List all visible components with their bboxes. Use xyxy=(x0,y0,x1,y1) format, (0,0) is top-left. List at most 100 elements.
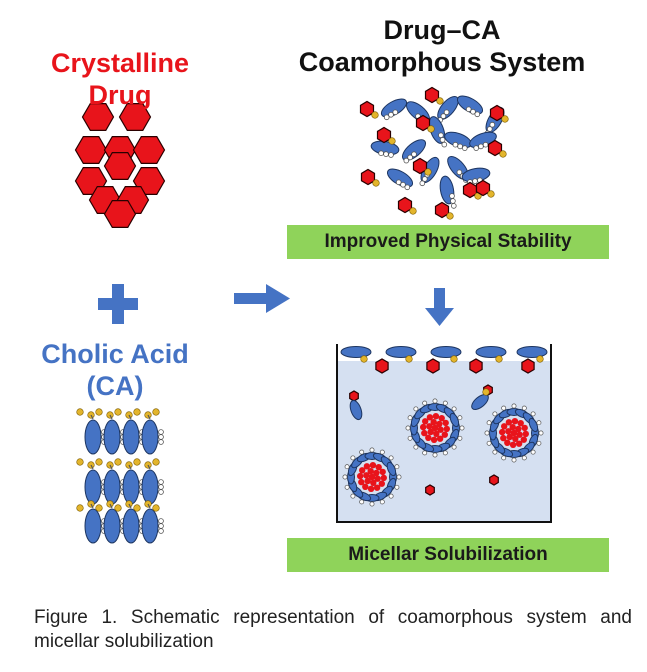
bump xyxy=(443,109,450,116)
ca-linker xyxy=(90,464,94,470)
micelle-bump xyxy=(459,425,465,431)
drug-dot xyxy=(379,468,386,476)
surface-drug-hexagon xyxy=(375,358,389,374)
bump xyxy=(388,152,394,158)
drug-dot xyxy=(430,419,437,426)
micelle-bump xyxy=(511,457,517,463)
drug-molecule xyxy=(359,100,379,119)
drug-dot xyxy=(510,429,518,437)
bump xyxy=(449,193,455,199)
ca-blue-body xyxy=(122,508,140,544)
bump xyxy=(472,178,478,184)
bump xyxy=(450,203,457,209)
ca-blue-body xyxy=(122,469,140,505)
bump xyxy=(158,518,164,524)
drug-molecule xyxy=(415,114,435,133)
ca-hydroxyl-bumps xyxy=(449,193,457,209)
micelle-bump xyxy=(379,499,385,505)
bump xyxy=(461,145,468,151)
crystalline-title-line2: Drug xyxy=(88,80,152,110)
drug-dot xyxy=(432,413,440,420)
ca-blue-body xyxy=(103,419,121,455)
ca-blue-body xyxy=(401,139,427,161)
ca-blue-body xyxy=(103,469,121,505)
drug-dot xyxy=(505,428,512,435)
drug-dot xyxy=(437,426,444,433)
micelle-bump xyxy=(501,455,507,461)
bump xyxy=(392,109,399,116)
ca-blue-body xyxy=(141,508,159,544)
micelle xyxy=(342,447,402,507)
drug-dot xyxy=(520,436,527,443)
ca-linker-dot xyxy=(133,458,141,466)
drug-dot xyxy=(431,424,439,432)
ca-molecule xyxy=(103,461,126,505)
linker-dot xyxy=(405,355,413,363)
drug-dot xyxy=(420,423,427,431)
bump xyxy=(411,151,417,158)
drug-hexagon xyxy=(434,201,450,219)
drug-dot xyxy=(364,477,371,485)
micelle-core xyxy=(420,413,450,443)
bump xyxy=(158,439,164,445)
bump xyxy=(158,479,164,485)
figure-caption: Figure 1. Schematic representation of co… xyxy=(34,607,632,652)
ca-linker-dot xyxy=(133,504,141,512)
drug-hexagon xyxy=(487,139,503,157)
micelle-ca-body xyxy=(528,417,539,433)
ca-linker-dot xyxy=(152,408,160,416)
drug-molecule xyxy=(376,126,396,145)
ca-blue-body xyxy=(349,399,363,421)
ca-blue-body xyxy=(430,346,462,358)
drug-dot xyxy=(426,423,433,430)
micelle xyxy=(484,403,544,463)
surface-drug-hexagon xyxy=(426,358,440,374)
drug-hexagon xyxy=(376,126,392,144)
ca-blue-body xyxy=(340,346,372,358)
micelle-bump xyxy=(442,400,448,406)
drug-dot xyxy=(373,484,381,491)
micelle-bump xyxy=(359,499,365,505)
linker-dot xyxy=(495,355,503,363)
bump xyxy=(158,429,164,435)
surface-drug-hexagon xyxy=(469,358,483,374)
micelle-bump xyxy=(422,400,428,406)
drug-dot xyxy=(421,429,428,437)
ca-molecule xyxy=(84,411,107,455)
ca-molecule xyxy=(444,131,472,151)
micelle-bump xyxy=(388,455,394,461)
drug-crystal-hexagon xyxy=(103,200,137,228)
bump xyxy=(378,150,384,157)
ca-blue-body xyxy=(475,346,507,358)
linker-dot xyxy=(450,355,458,363)
drug-dot xyxy=(511,418,519,425)
micelle-bump xyxy=(530,449,536,455)
drug-dot xyxy=(501,423,508,430)
drug-dot xyxy=(509,441,517,448)
crystalline-drug-lattice xyxy=(74,102,166,228)
drug-crystal-hexagon xyxy=(81,102,115,131)
linker-dot xyxy=(371,111,379,119)
bump xyxy=(450,198,456,204)
bump xyxy=(470,109,476,115)
drug-dot xyxy=(422,418,429,425)
micelle-bump xyxy=(530,411,536,417)
drug-dot xyxy=(375,464,382,471)
drug-dot xyxy=(443,425,450,433)
micelle-core xyxy=(499,418,529,448)
micelle-bump xyxy=(396,474,402,480)
drug-dot xyxy=(517,420,524,427)
bump xyxy=(407,154,413,161)
ca-blue-body xyxy=(141,419,159,455)
linker-dot xyxy=(446,212,454,220)
free-ca-molecule xyxy=(471,388,490,410)
drug-dot xyxy=(504,439,511,446)
micelle-bump xyxy=(350,455,356,461)
ca-linker xyxy=(109,464,113,470)
bump xyxy=(439,137,446,143)
ca-linker-dot xyxy=(76,504,84,512)
drug-dot xyxy=(515,425,522,433)
bump xyxy=(438,132,444,139)
bump xyxy=(457,143,463,150)
